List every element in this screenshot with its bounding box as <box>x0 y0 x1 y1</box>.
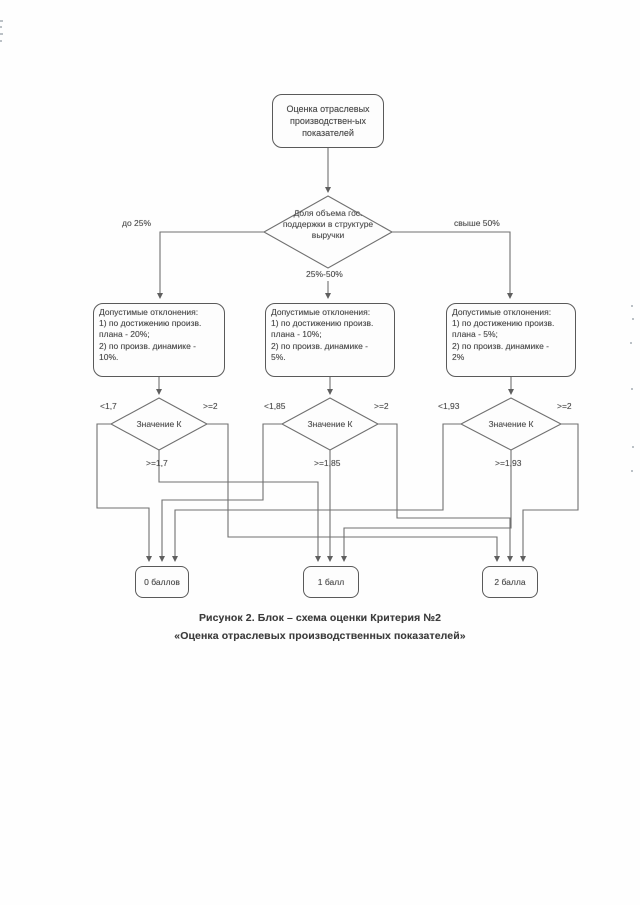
edge-k1-lt-score0 <box>96 423 152 562</box>
edge-k3-ge-score1 <box>341 450 512 562</box>
scan-artifact <box>632 318 634 320</box>
k2-cond-bottom: >=1,85 <box>314 458 341 468</box>
k1-cond-right: >=2 <box>203 401 218 411</box>
tolerance-box-1: Допустимые отклонения: 1) по достижению … <box>93 303 225 377</box>
score-box-2: 2 балла <box>482 566 538 598</box>
k1-decision-label: Значение К <box>136 419 182 429</box>
k2-cond-left: <1,85 <box>264 401 286 411</box>
edge-branch-left <box>157 231 264 299</box>
k3-cond-bottom: >=1,93 <box>495 458 522 468</box>
edge-branch-right <box>392 231 513 299</box>
edge-k3-ge2-score2 <box>520 423 579 562</box>
branch-left-label: до 25% <box>122 218 152 228</box>
scan-artifact <box>632 446 634 448</box>
branch-middle-label: 25%-50% <box>306 269 343 279</box>
score-box-0-label: 0 баллов <box>144 577 180 587</box>
k3-decision-label: Значение К <box>488 419 534 429</box>
tolerance-box-3: Допустимые отклонения: 1) по достижению … <box>446 303 576 377</box>
branch-right-label: свыше 50% <box>454 218 500 228</box>
edge-k3-lt-score0 <box>172 423 461 562</box>
start-node: Оценка отраслевых производствен-ых показ… <box>272 94 384 148</box>
scan-artifact <box>631 388 633 390</box>
scan-artifact <box>0 33 3 35</box>
edge-k1-ge2-score2 <box>207 423 500 562</box>
score-box-0: 0 баллов <box>135 566 189 598</box>
tolerance-box-2: Допустимые отклонения: 1) по достижению … <box>265 303 395 377</box>
score-box-1-label: 1 балл <box>317 577 345 587</box>
score-box-1: 1 балл <box>303 566 359 598</box>
scan-artifact <box>631 305 633 307</box>
scan-artifact <box>0 20 3 22</box>
tolerance-box-3-text: Допустимые отклонения: 1) по достижению … <box>452 307 555 362</box>
scan-artifact <box>630 342 632 344</box>
figure-caption-line2: «Оценка отраслевых производственных пока… <box>174 630 466 642</box>
k2-cond-right: >=2 <box>374 401 389 411</box>
main-decision-label: Доля объема гос. поддержки в структуре в… <box>282 208 374 241</box>
k3-cond-right: >=2 <box>557 401 572 411</box>
k3-cond-left: <1,93 <box>438 401 460 411</box>
k1-cond-bottom: >=1,7 <box>146 458 168 468</box>
scan-artifact <box>0 26 2 28</box>
scan-artifact <box>0 40 2 42</box>
start-node-label: Оценка отраслевых производствен-ых показ… <box>286 103 370 139</box>
k2-decision-label: Значение К <box>307 419 353 429</box>
edge-k2-ge2-score2 <box>378 423 513 562</box>
figure-caption-line1: Рисунок 2. Блок – схема оценки Критерия … <box>198 612 442 624</box>
scan-artifact <box>631 470 633 472</box>
edge-k1-ge-score1 <box>158 450 321 562</box>
edge-k2-lt-score0 <box>159 423 282 562</box>
tolerance-box-1-text: Допустимые отклонения: 1) по достижению … <box>99 307 202 362</box>
main-decision-diamond <box>262 195 394 269</box>
score-box-2-label: 2 балла <box>494 577 526 587</box>
tolerance-box-2-text: Допустимые отклонения: 1) по достижению … <box>271 307 374 362</box>
k1-cond-left: <1,7 <box>100 401 117 411</box>
